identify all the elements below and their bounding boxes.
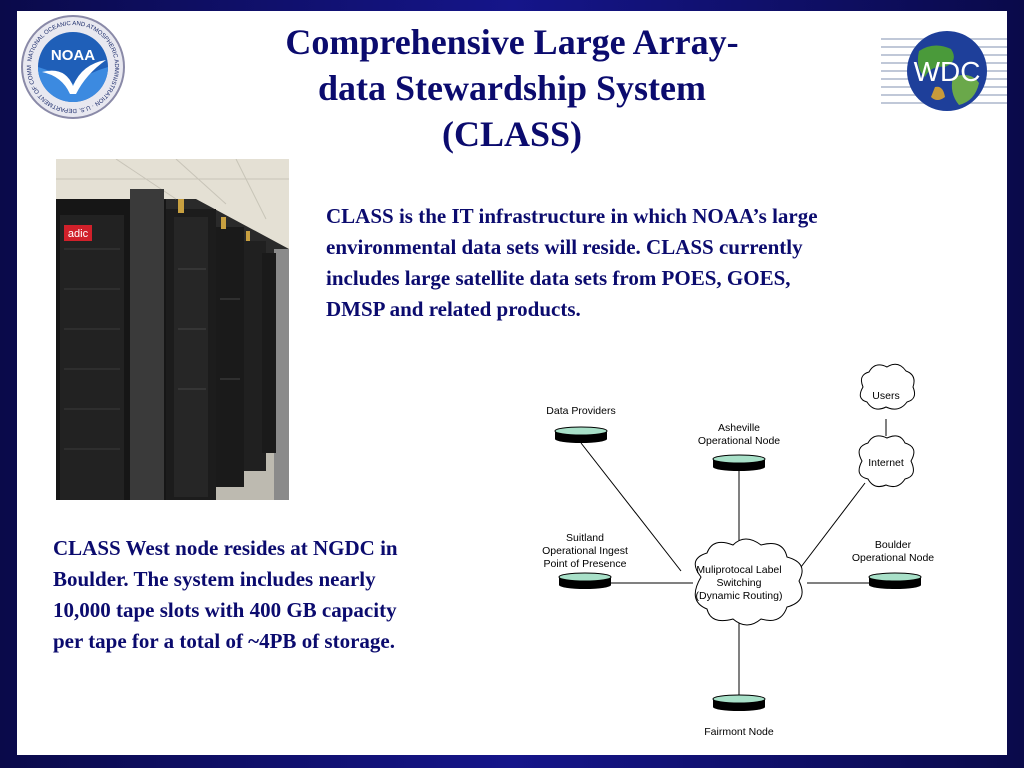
label-suitland: Point of Presence — [544, 558, 627, 570]
wdc-logo-text: WDC — [914, 56, 981, 87]
label-mpls: Muliprotocal Label — [696, 564, 781, 576]
mpls-cloud-icon — [694, 538, 803, 626]
text-line: DMSP and related products. — [326, 297, 581, 321]
label-boulder: Boulder — [875, 539, 912, 551]
label-mpls: Switching — [717, 577, 762, 589]
noaa-logo: NOAA NATIONAL OCEANIC AND ATMOSPHERIC AD… — [20, 14, 125, 119]
disk-data-providers-icon — [554, 426, 608, 443]
users-cloud-icon — [859, 363, 915, 410]
disk-fairmont-icon — [712, 694, 766, 711]
link-internet — [800, 482, 866, 568]
text-line: Boulder. The system includes nearly — [53, 567, 376, 591]
class-west-description: CLASS West node resides at NGDC in Bould… — [53, 533, 513, 657]
title-line: (CLASS) — [441, 114, 583, 154]
label-fairmont: Fairmont Node — [704, 726, 774, 738]
class-description: CLASS is the IT infrastructure in which … — [326, 201, 966, 325]
disk-asheville-icon — [712, 454, 766, 471]
slide-title: Comprehensive Large Array- data Stewards… — [177, 19, 847, 157]
noaa-logo-text: NOAA — [51, 47, 95, 64]
server-rack-photo: adic — [56, 159, 289, 500]
text-line: includes large satellite data sets from … — [326, 266, 791, 290]
disk-suitland-icon — [558, 572, 612, 589]
disk-boulder-icon — [868, 572, 922, 589]
text-line: environmental data sets will reside. CLA… — [326, 235, 803, 259]
label-data-providers: Data Providers — [546, 405, 615, 417]
label-internet: Internet — [868, 457, 904, 469]
label-users: Users — [872, 390, 899, 402]
wdc-logo: WDC — [881, 31, 1007, 111]
link-data-providers — [580, 442, 682, 572]
label-mpls: (Dynamic Routing) — [696, 590, 783, 602]
title-line: Comprehensive Large Array- — [285, 22, 739, 62]
text-line: CLASS is the IT infrastructure in which … — [326, 204, 818, 228]
label-suitland: Operational Ingest — [542, 545, 628, 557]
slide: NOAA NATIONAL OCEANIC AND ATMOSPHERIC AD… — [17, 11, 1007, 755]
rack-label: adic — [68, 228, 89, 240]
text-line: 10,000 tape slots with 400 GB capacity — [53, 598, 397, 622]
text-line: per tape for a total of ~4PB of storage. — [53, 629, 395, 653]
label-asheville: Asheville — [718, 422, 760, 434]
text-line: CLASS West node resides at NGDC in — [53, 536, 398, 560]
internet-cloud-icon — [858, 435, 915, 487]
label-suitland: Suitland — [566, 532, 604, 544]
title-line: data Stewardship System — [317, 68, 707, 108]
label-asheville: Operational Node — [698, 435, 780, 447]
label-boulder: Operational Node — [852, 552, 934, 564]
